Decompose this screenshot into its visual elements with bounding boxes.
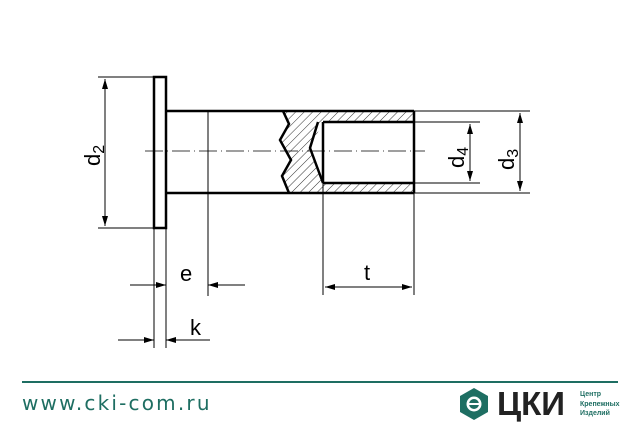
dimension-lines — [102, 79, 523, 343]
label-d2: d2 — [80, 145, 108, 166]
brand-subtitle: Центр Крепежных Изделий — [580, 390, 620, 419]
brand-sub-line: Изделий — [580, 410, 610, 417]
label-k: k — [190, 315, 202, 340]
extension-lines — [98, 76, 530, 348]
logo-hexagon-icon — [460, 388, 488, 420]
brand-logo-text: ЦКИ — [497, 385, 565, 422]
label-d3: d3 — [494, 149, 522, 170]
label-t: t — [364, 260, 370, 285]
rivet-head — [152, 75, 168, 230]
shank-outline — [166, 109, 416, 195]
brand-sub-line: Крепежных — [580, 400, 620, 408]
section-hatch — [280, 111, 414, 193]
website-link[interactable]: www.cki-com.ru — [22, 391, 212, 415]
label-d4: d4 — [444, 147, 472, 168]
brand-sub-line: Центр — [580, 391, 602, 398]
label-e: e — [180, 261, 192, 286]
